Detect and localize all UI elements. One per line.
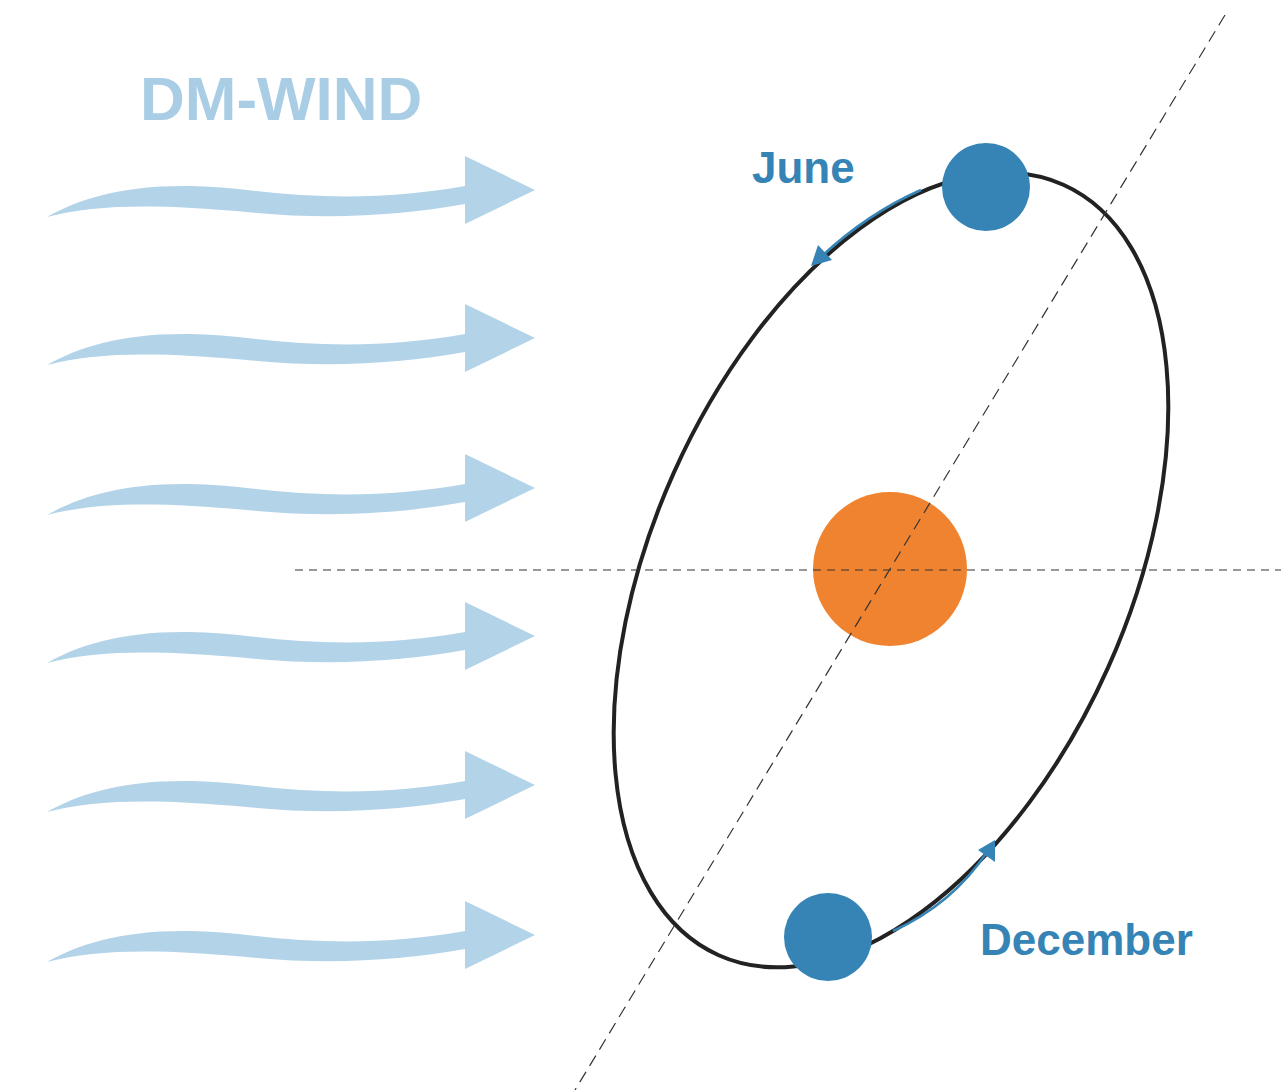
earth-june (942, 143, 1030, 231)
motion-arrow (822, 190, 921, 256)
wind-arrow (47, 602, 535, 670)
arrow-head (978, 840, 995, 862)
major-axis (575, 15, 1225, 1090)
wind-arrow (47, 156, 535, 224)
arrow-head (811, 245, 832, 266)
wind-arrow (47, 751, 535, 819)
motion-arrow (893, 852, 987, 931)
month-label: June (752, 146, 855, 190)
horizontal-axis (295, 569, 1281, 570)
dm-wind-arrows (47, 156, 535, 969)
month-label: December (980, 918, 1193, 962)
earth-december (784, 893, 872, 981)
wind-title: DM-WIND (140, 68, 422, 130)
wind-arrow (47, 901, 535, 969)
wind-arrow (47, 304, 535, 372)
wind-arrow (47, 454, 535, 522)
